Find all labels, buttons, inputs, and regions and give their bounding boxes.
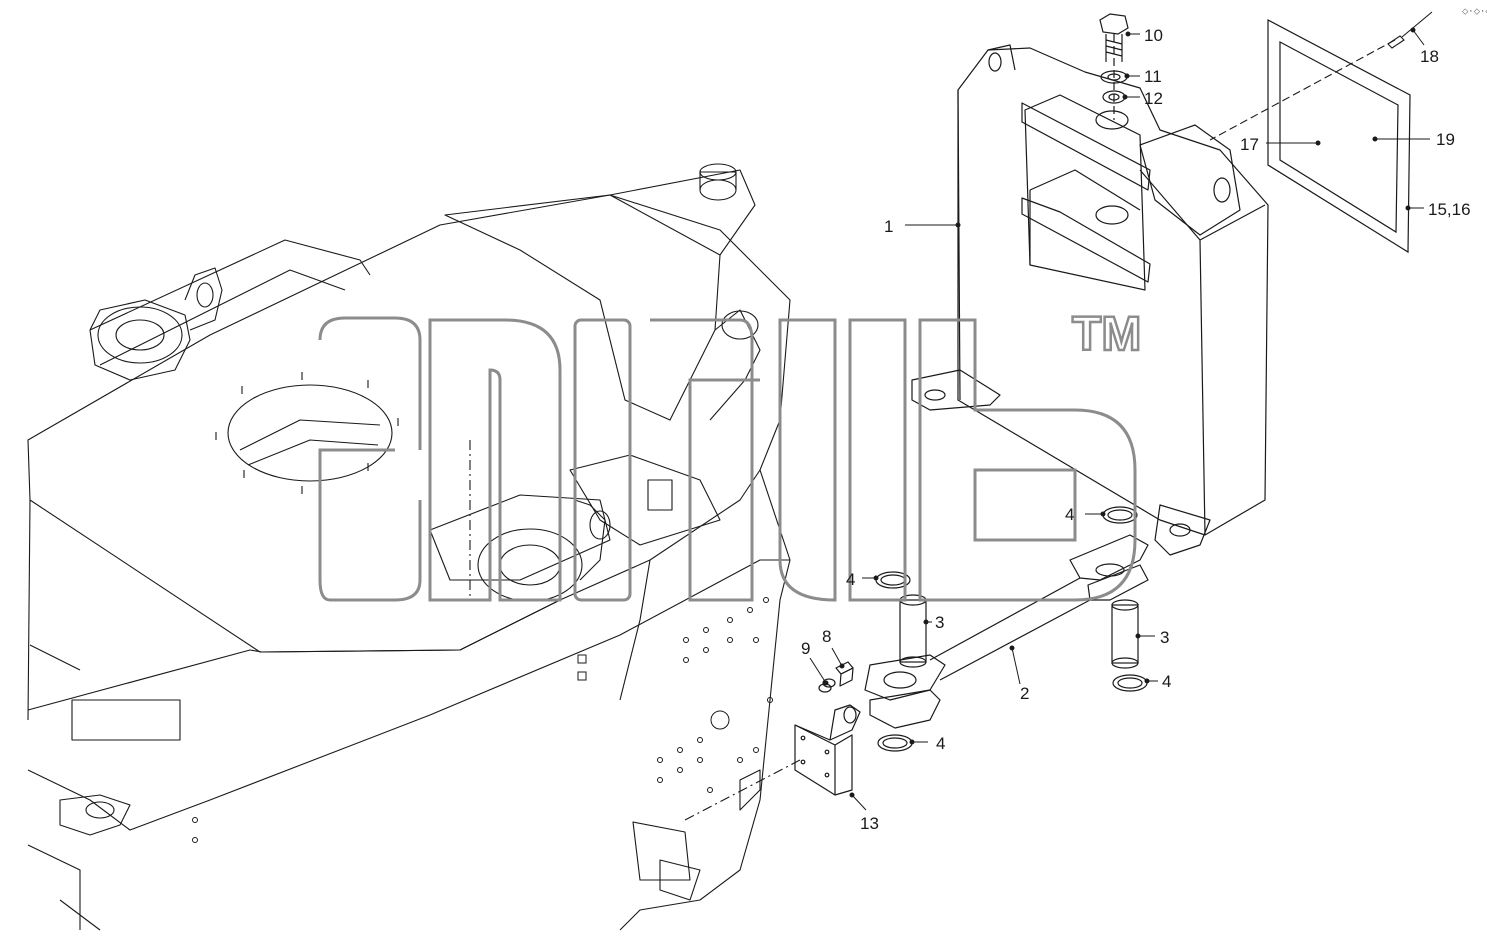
callout-4-bottom: 4	[936, 734, 945, 753]
callout-4-top: 4	[1065, 505, 1074, 524]
callout-3-right: 3	[1160, 628, 1169, 647]
callout-19: 19	[1436, 130, 1455, 149]
callout-labels: 1 2 3 3 4 4 4 4 8 9 10 11 12 13 15,16 17…	[801, 26, 1471, 833]
callout-9: 9	[801, 639, 810, 658]
callout-4-right: 4	[1162, 672, 1171, 691]
top-bolt-stack	[1099, 13, 1129, 120]
leader-lines	[809, 27, 1430, 811]
callout-13: 13	[860, 814, 879, 833]
callout-17: 17	[1240, 135, 1259, 154]
cover-plate	[1267, 19, 1411, 254]
callout-11: 11	[1144, 67, 1162, 86]
frame-holes	[192, 597, 773, 843]
drawbar-link	[864, 534, 1149, 729]
callout-15-16: 15,16	[1428, 200, 1471, 219]
watermark-logo	[318, 316, 1137, 602]
snap-rings	[875, 506, 1148, 752]
callout-3-left: 3	[935, 613, 944, 632]
corner-mark: ⬦⋅⬦⋅⬦	[1462, 7, 1487, 17]
watermark-trademark: TM	[1072, 308, 1141, 361]
callout-10: 10	[1144, 26, 1163, 45]
grease-fitting	[1209, 11, 1433, 141]
mount-bracket	[794, 661, 861, 796]
callout-12: 12	[1144, 89, 1163, 108]
callout-18: 18	[1420, 47, 1439, 66]
machine-frame	[27, 163, 801, 931]
callout-1: 1	[884, 217, 893, 236]
callout-2: 2	[1020, 684, 1029, 703]
callout-8: 8	[822, 627, 831, 646]
counterweight	[911, 44, 1269, 556]
callout-4-left: 4	[846, 570, 855, 589]
